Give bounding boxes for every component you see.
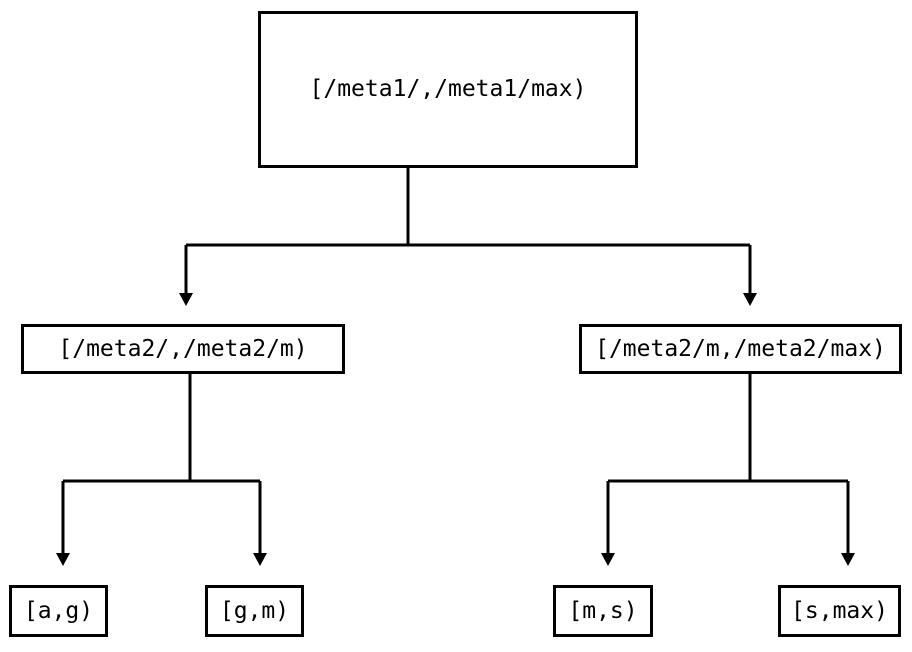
arrowhead-to-leaf1	[56, 553, 70, 566]
node-leaf-2-label: [g,m)	[219, 597, 290, 624]
node-leaf-1[interactable]: [a,g)	[9, 585, 108, 637]
node-leaf-3-label: [m,s)	[568, 597, 638, 624]
node-leaf-4[interactable]: [s,max)	[778, 585, 901, 637]
node-leaf-2[interactable]: [g,m)	[205, 585, 304, 637]
node-mid-right[interactable]: [/meta2/m,/meta2/max)	[579, 324, 902, 374]
node-root-label: [/meta1/,/meta1/max)	[309, 76, 587, 102]
node-mid-left-label: [/meta2/,/meta2/m)	[58, 335, 308, 362]
node-root[interactable]: [/meta1/,/meta1/max)	[258, 11, 638, 168]
arrowhead-to-mid-left	[179, 293, 193, 306]
arrowhead-to-leaf4	[841, 553, 855, 566]
node-leaf-1-label: [a,g)	[23, 597, 94, 624]
node-mid-right-label: [/meta2/m,/meta2/max)	[595, 335, 886, 362]
arrowhead-to-leaf3	[601, 553, 615, 566]
arrowhead-to-mid-right	[743, 293, 757, 306]
node-mid-left[interactable]: [/meta2/,/meta2/m)	[21, 324, 345, 374]
node-leaf-3[interactable]: [m,s)	[553, 585, 653, 637]
node-leaf-4-label: [s,max)	[791, 597, 888, 624]
arrowhead-to-leaf2	[253, 553, 267, 566]
